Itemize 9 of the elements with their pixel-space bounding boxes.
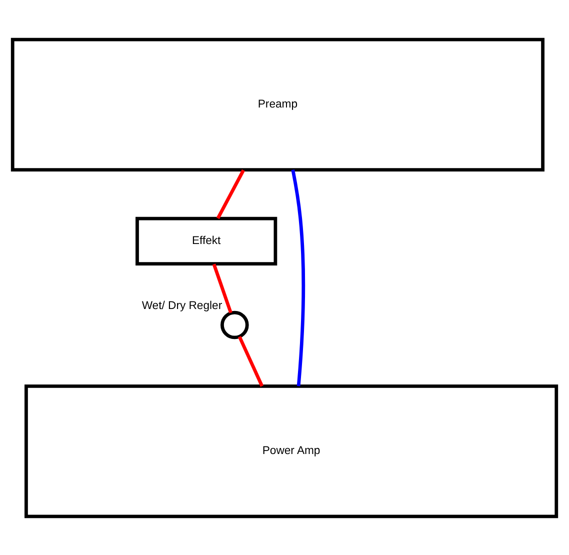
connector — [238, 336, 264, 386]
connector — [212, 263, 232, 313]
node-box: Effekt — [136, 216, 278, 266]
node-label: Wet/ Dry Regler — [142, 300, 222, 312]
node-box: Preamp — [10, 37, 544, 171]
node-circle — [220, 310, 249, 339]
connector — [291, 169, 306, 386]
node-box: Power Amp — [24, 384, 558, 518]
connector — [216, 168, 245, 219]
